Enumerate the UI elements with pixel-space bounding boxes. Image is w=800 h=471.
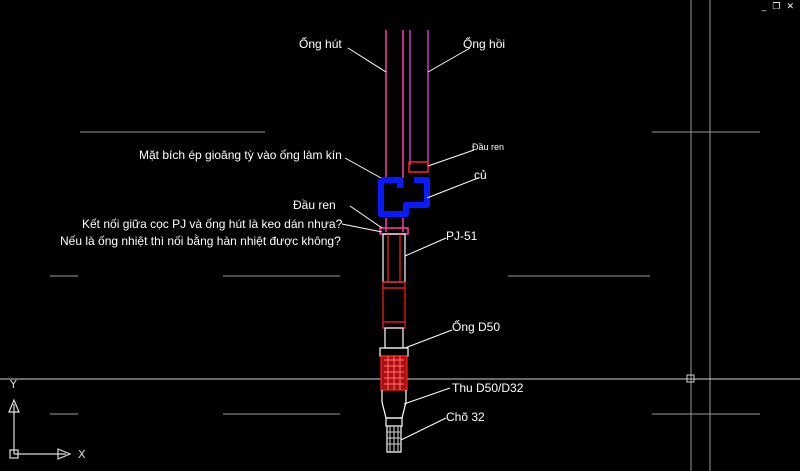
leader-dau-ren — [349, 205, 383, 229]
leader-pj51 — [404, 237, 447, 257]
leader-dau-ren-small — [427, 149, 475, 167]
leader-ong-hoi — [427, 47, 471, 73]
leader-ong-hut — [347, 47, 387, 73]
viewport-window-controls: _ ❐ ✕ — [762, 2, 794, 12]
leader-mat-bich — [344, 157, 382, 179]
label-ong-hut: Ống hút — [299, 37, 342, 51]
ucs-icon — [8, 398, 72, 460]
leader-lines — [341, 47, 479, 441]
leader-ket-noi — [341, 223, 383, 233]
reducer-nozzle — [381, 390, 407, 453]
leader-cu — [426, 177, 479, 199]
restore-icon[interactable]: ❐ — [772, 2, 781, 12]
label-cu: củ — [474, 168, 487, 182]
label-ong-d50: Ống D50 — [452, 320, 501, 334]
label-ket-noi-line1: Kết nối giữa cọc PJ và ống hút là keo dá… — [82, 217, 343, 231]
leader-cho32 — [400, 417, 447, 441]
ucs-x-label: X — [78, 448, 86, 461]
thread-head-red — [408, 161, 429, 173]
pj51-body — [379, 233, 409, 391]
label-dau-ren: Đầu ren — [293, 198, 336, 212]
label-thu-d50-d32: Thu D50/D32 — [452, 381, 524, 395]
flange-blue — [378, 177, 430, 217]
return-pipe — [409, 30, 429, 165]
label-ket-noi-line2: Nếu là ống nhiệt thì nối bằng hàn nhiệt … — [60, 234, 341, 248]
label-pj51: PJ-51 — [446, 229, 478, 243]
close-icon[interactable]: ✕ — [786, 2, 794, 12]
label-mat-bich: Mặt bích ép gioăng tỳ vào ống làm kín — [139, 148, 342, 162]
label-ong-hoi: Ống hồi — [463, 37, 506, 51]
leader-thu — [403, 387, 451, 405]
leader-ong-d50 — [404, 329, 453, 349]
label-dau-ren-small: Đầu ren — [472, 142, 505, 152]
construction-lines — [50, 0, 760, 471]
label-cho-32: Chõ 32 — [446, 410, 485, 424]
minimize-icon[interactable]: _ — [761, 2, 767, 12]
ucs-y-label: Y — [10, 378, 17, 391]
